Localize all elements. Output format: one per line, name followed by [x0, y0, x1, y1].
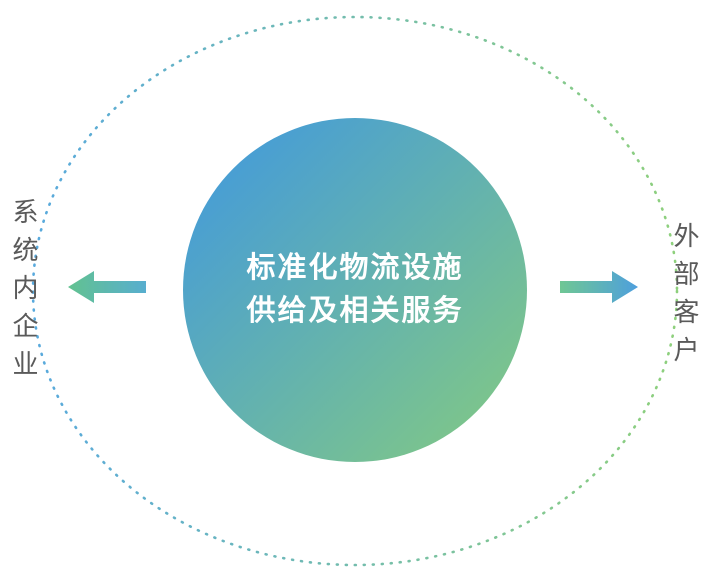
orbit-dotted-ellipse [31, 15, 679, 567]
left-label: 系统内企业 [9, 198, 39, 388]
right-arrow-icon [560, 271, 638, 303]
left-arrow-icon [68, 271, 146, 303]
circle-text-line1: 标准化物流设施 [246, 252, 464, 285]
center-circle-text: 标准化物流设施 供给及相关服务 [183, 118, 527, 462]
center-circle [183, 118, 527, 462]
circle-text-line2: 供给及相关服务 [246, 295, 464, 327]
right-label: 外部客户 [670, 222, 700, 374]
